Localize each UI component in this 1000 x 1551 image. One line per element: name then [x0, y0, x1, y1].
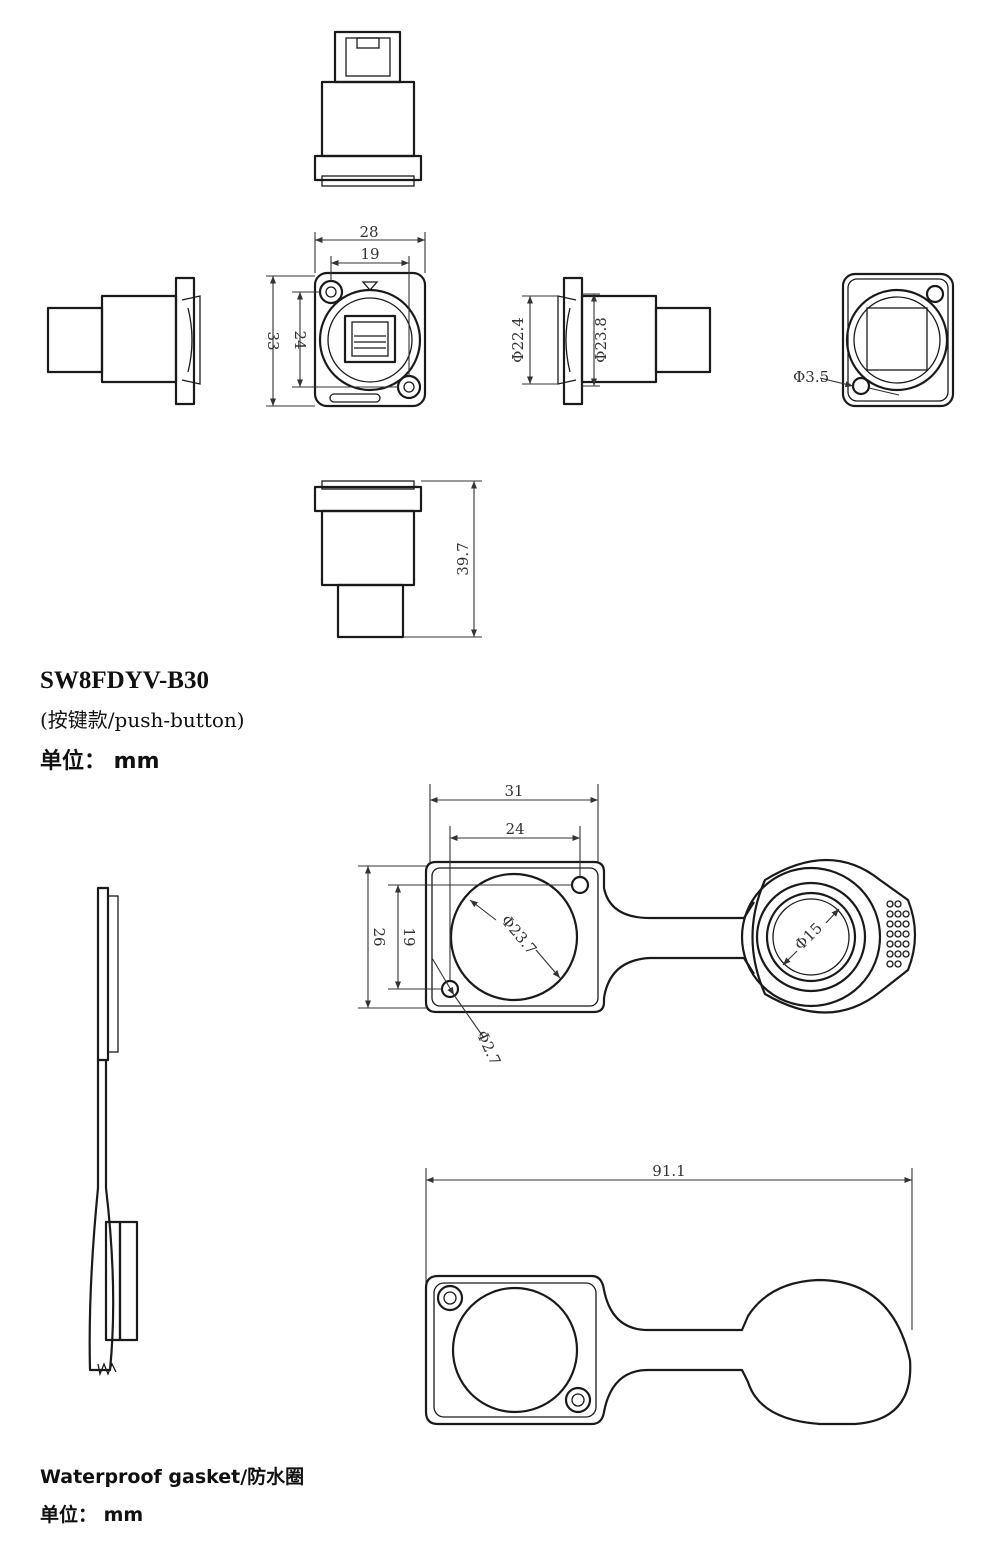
connector-left-side-view — [46, 276, 201, 406]
dim-label-gasket-width: 31 — [504, 782, 523, 800]
dim-label-overall-length: 91.1 — [652, 1162, 685, 1180]
dim-label-gasket-hole-spacing-v: 19 — [400, 927, 418, 946]
connector-rear-view: Φ3.5 — [793, 272, 955, 408]
gasket-unit-label: 单位： mm — [40, 1504, 144, 1526]
gasket-title: Waterproof gasket/防水圈 — [40, 1466, 305, 1488]
gasket-top-view: 31 24 26 19 Φ23.7 Φ15 Φ2.7 — [358, 782, 917, 1068]
dim-label-length: 39.7 — [454, 542, 472, 575]
connector-bottom-view: 39.7 — [313, 480, 482, 639]
connector-right-side-view: Φ22.4 Φ23.8 — [509, 276, 712, 406]
dim-label-width: 28 — [359, 223, 378, 241]
dim-label-diameter-outer: Φ23.8 — [592, 317, 610, 363]
unit-label: 单位： mm — [40, 749, 160, 774]
dim-label-gasket-hole-spacing-h: 24 — [505, 820, 524, 838]
connector-front-view: 28 19 33 24 — [264, 223, 427, 408]
dim-label-hole-spacing-v: 24 — [291, 330, 309, 349]
variant-label: (按键款/push-button) — [40, 708, 245, 732]
model-number: SW8FDYV-B30 — [40, 667, 209, 694]
gasket-side-view — [88, 886, 139, 1377]
dim-label-hole-spacing-h: 19 — [360, 245, 379, 263]
dim-label-diameter-inner: Φ22.4 — [509, 317, 527, 363]
dim-label-opening-diameter: Φ23.7 — [497, 911, 540, 958]
dim-label-mount-hole: Φ3.5 — [793, 368, 829, 386]
dim-label-cap-diameter: Φ15 — [791, 919, 826, 954]
dim-label-hole-diameter: Φ2.7 — [473, 1028, 505, 1068]
gasket-bottom-view: 91.1 — [424, 1162, 913, 1426]
dim-label-height: 33 — [264, 331, 282, 350]
connector-top-view — [313, 30, 423, 187]
dim-label-gasket-height: 26 — [370, 927, 388, 946]
